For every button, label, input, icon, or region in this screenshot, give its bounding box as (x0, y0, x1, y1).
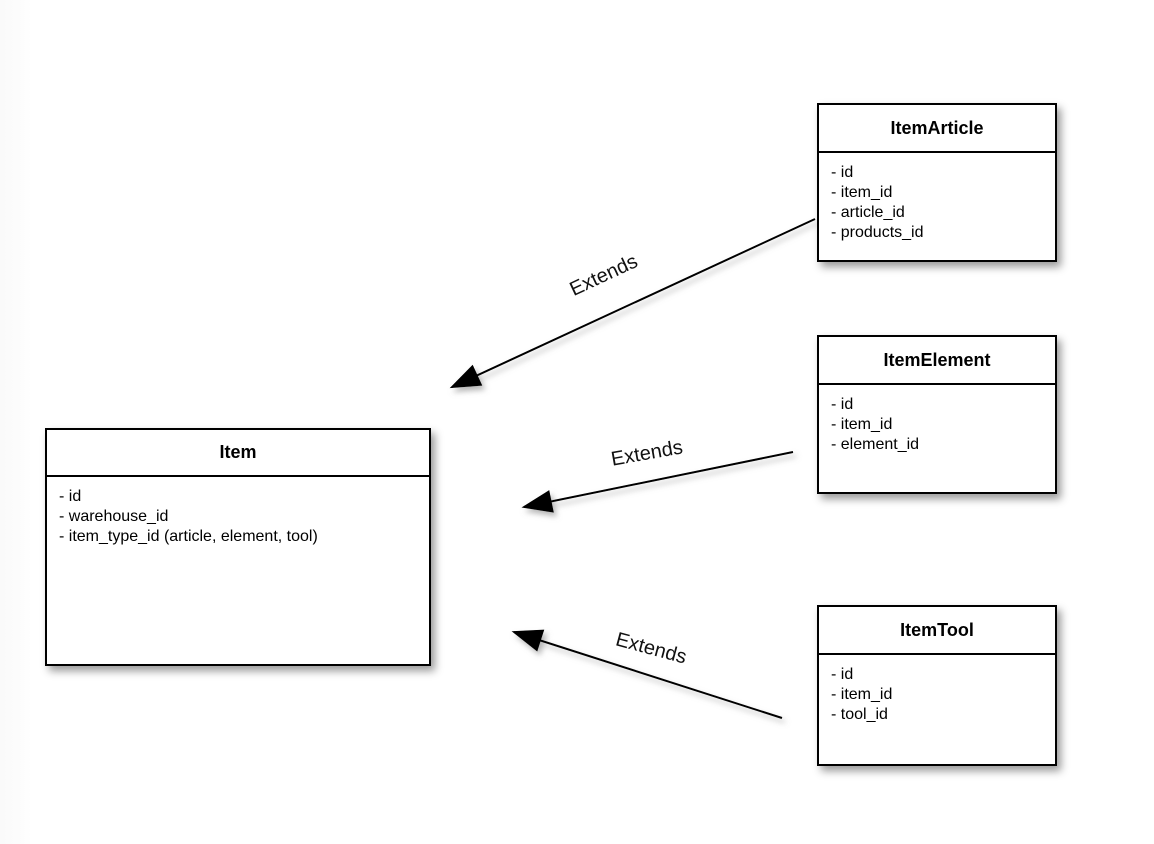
class-title-item: Item (47, 430, 429, 477)
class-box-itemelement: ItemElement - id - item_id - element_id (817, 335, 1057, 494)
class-attributes-itemtool: - id - item_id - tool_id (819, 655, 1055, 725)
attribute: - id (831, 666, 854, 683)
attribute: - article_id (831, 204, 905, 221)
page-left-edge (0, 0, 32, 844)
attribute: - id (59, 488, 82, 505)
attribute: - id (831, 396, 854, 413)
class-title-itemelement: ItemElement (819, 337, 1055, 385)
attribute: - warehouse_id (59, 508, 169, 525)
class-box-itemtool: ItemTool - id - item_id - tool_id (817, 605, 1057, 766)
class-box-itemarticle: ItemArticle - id - item_id - article_id … (817, 103, 1057, 262)
attribute: - id (831, 164, 854, 181)
extends-arrow-itemarticle-to-item (449, 218, 816, 389)
class-title-itemarticle: ItemArticle (819, 105, 1055, 153)
extends-arrow-itemelement-to-item (521, 451, 794, 513)
attribute: - item_id (831, 184, 893, 201)
extends-arrow-itemtool-to-item (511, 629, 783, 719)
attribute: - tool_id (831, 706, 888, 723)
attribute: - item_id (831, 686, 893, 703)
attribute: - item_type_id (article, element, tool) (59, 528, 318, 545)
class-attributes-itemarticle: - id - item_id - article_id - products_i… (819, 153, 1055, 243)
class-attributes-item: - id - warehouse_id - item_type_id (arti… (47, 477, 429, 547)
attribute: - products_id (831, 224, 924, 241)
class-box-item: Item - id - warehouse_id - item_type_id … (45, 428, 431, 666)
class-attributes-itemelement: - id - item_id - element_id (819, 385, 1055, 455)
attribute: - item_id (831, 416, 893, 433)
attribute: - element_id (831, 436, 920, 453)
class-title-itemtool: ItemTool (819, 607, 1055, 655)
